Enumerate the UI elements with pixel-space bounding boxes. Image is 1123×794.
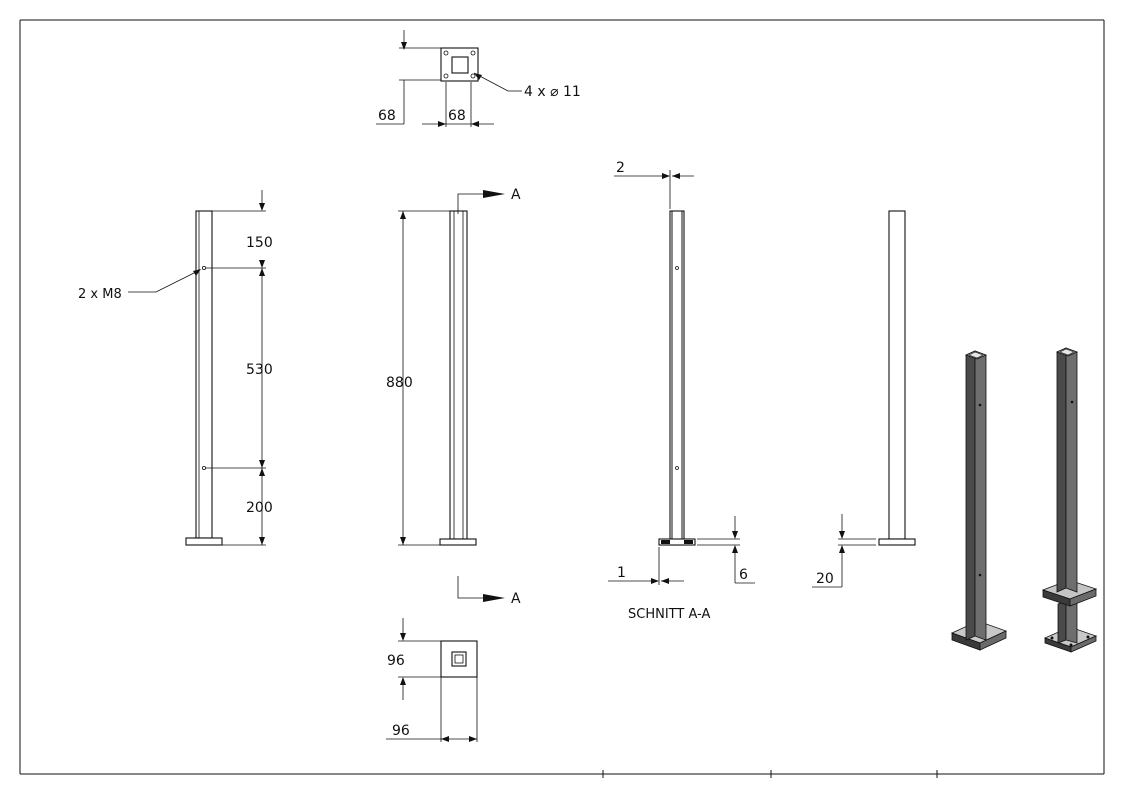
m8-hole — [201, 265, 206, 270]
hole-marker — [443, 50, 449, 56]
right-view: 20 — [812, 210, 916, 588]
dim-top-height: 68 — [378, 108, 396, 124]
sheet-border — [19, 19, 1105, 778]
side-base-plate — [439, 538, 477, 546]
section-hole — [675, 266, 679, 270]
front-base-plate — [185, 537, 223, 546]
section-hole — [675, 466, 679, 470]
top-view: 68 68 4 x ⌀ 11 — [376, 30, 581, 127]
dim-bottom-width: 96 — [392, 723, 410, 739]
dim-front-top: 150 — [246, 235, 273, 251]
hole-marker — [470, 73, 476, 79]
dim-front-bottom: 200 — [246, 500, 273, 516]
dim-bottom-height: 96 — [387, 653, 405, 669]
dim-section-wall: 2 — [616, 160, 625, 176]
section-base-plate — [658, 538, 696, 546]
top-tube-opening — [451, 56, 469, 74]
section-marker-bottom: A — [511, 591, 521, 607]
front-view: 150 530 200 2 x M8 — [78, 190, 273, 546]
right-post — [888, 210, 906, 540]
front-post — [195, 210, 213, 539]
m8-hole — [201, 465, 206, 470]
isometric-post-1 — [950, 350, 1008, 651]
isometric-post-2 — [1041, 347, 1098, 653]
thread-callout: 2 x M8 — [78, 287, 122, 302]
hole-marker — [470, 50, 476, 56]
dim-front-middle: 530 — [246, 362, 273, 378]
right-base-plate — [878, 538, 916, 546]
bottom-tube-outline — [451, 651, 467, 667]
dim-right-plate: 20 — [816, 571, 834, 587]
dim-section-plate: 6 — [739, 567, 748, 583]
holes-callout: 4 x ⌀ 11 — [524, 84, 581, 100]
dim-top-width: 68 — [448, 108, 466, 124]
dim-side-total: 880 — [386, 375, 413, 391]
hole-marker — [443, 73, 449, 79]
section-view: 2 1 6 SCHNITT A-A — [608, 160, 755, 622]
side-post — [449, 210, 468, 540]
section-marker-top: A — [511, 187, 521, 203]
section-label: SCHNITT A-A — [628, 607, 710, 622]
bottom-view: 96 96 — [386, 618, 478, 742]
dim-section-offset: 1 — [617, 565, 626, 581]
side-view: 880 A A — [386, 187, 521, 607]
